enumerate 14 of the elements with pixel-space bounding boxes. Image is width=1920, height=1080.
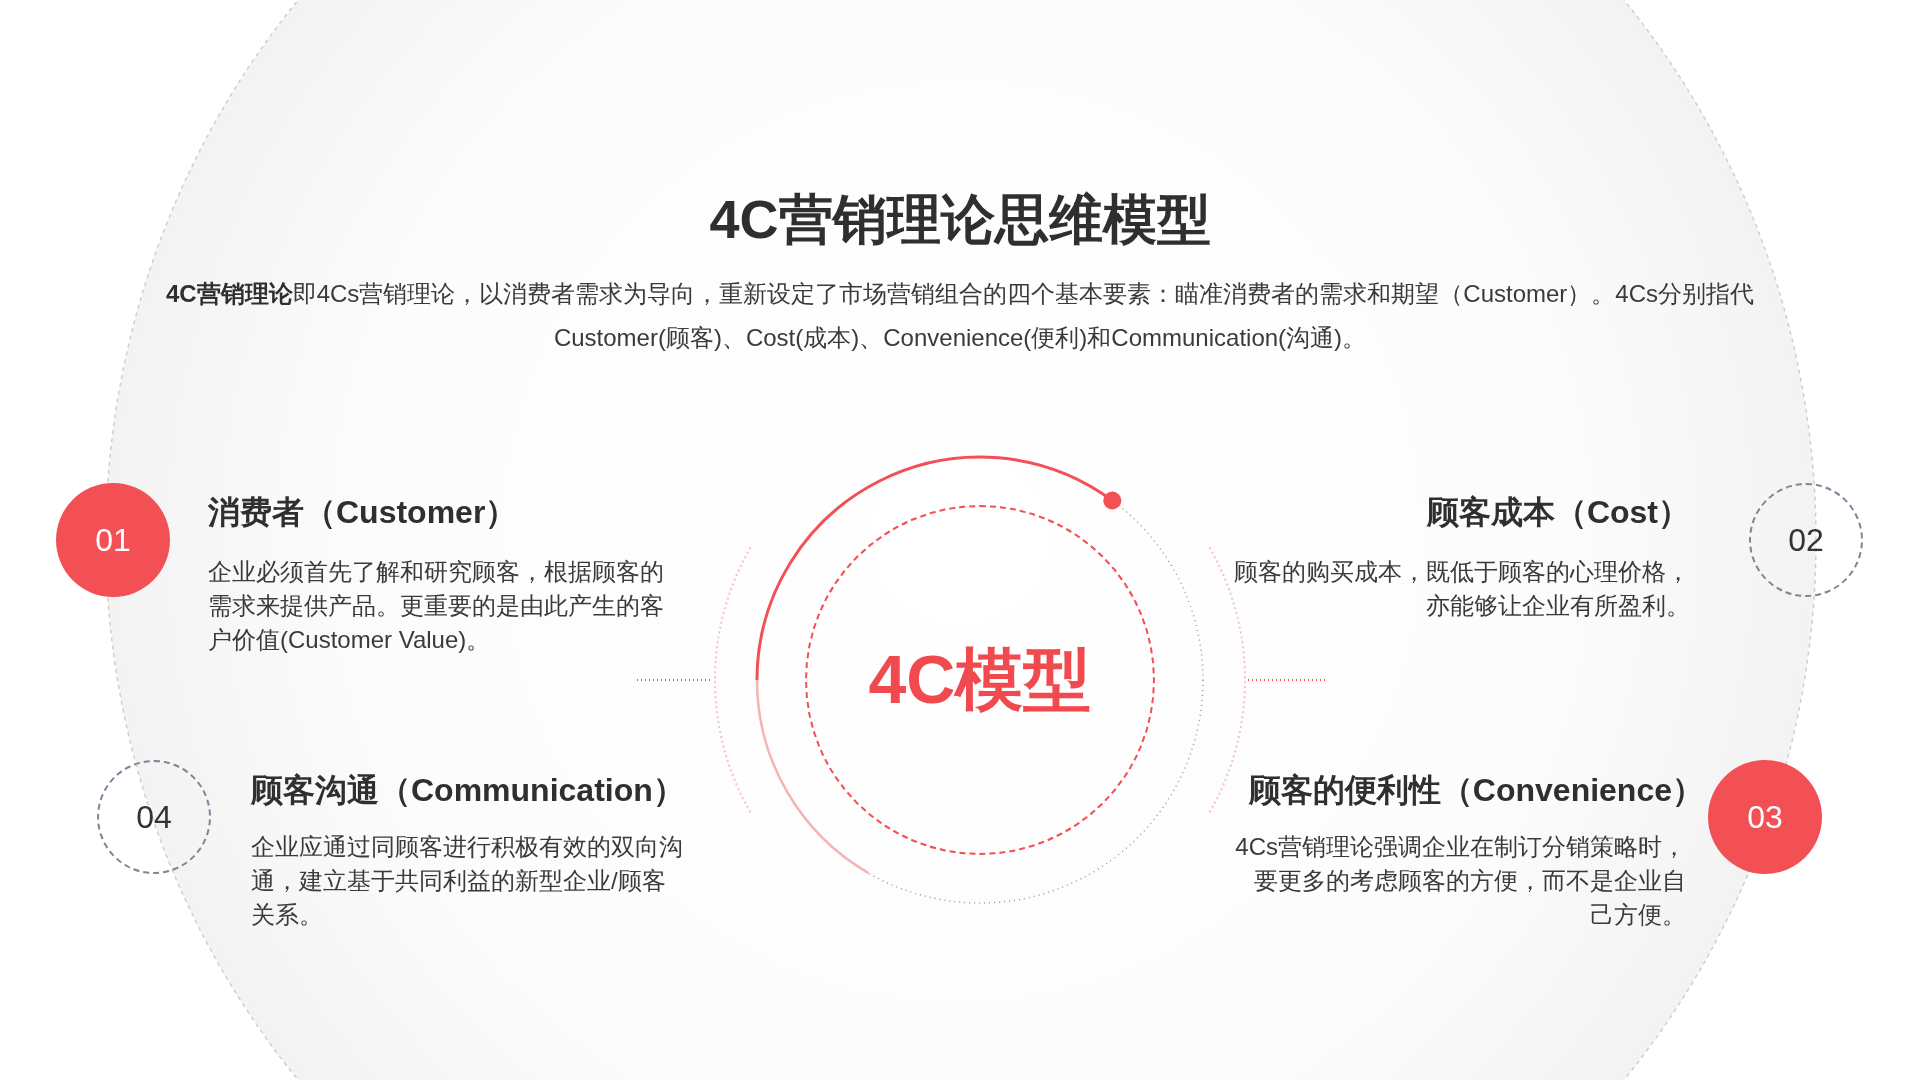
- number-circle: 02: [1749, 483, 1863, 597]
- number-circle: 04: [97, 760, 211, 874]
- section-heading: 顾客的便利性（Convenience）: [1248, 771, 1704, 810]
- description-text: 企业应通过同顾客进行积极有效的双向沟通，建立基于共同利益的新型企业/顾客关系。: [251, 832, 684, 930]
- intro-paragraph: 4C营销理论即4Cs营销理论，以消费者需求为导向，重新设定了市场营销组合的四个基本要素：瞄准消费者的需求和期望（Customer）。4Cs分别指代Customer(顾客)、Cost(成本)、Convenience(便利)和Communication(沟通)。: [164, 279, 1756, 353]
- title: 4C营销理论思维模型: [708, 188, 1212, 251]
- description-text: 顾客的购买成本，既低于顾客的心理价格，亦能够让企业有所盈利。: [1233, 557, 1690, 621]
- section-heading: 顾客沟通（Communication）: [251, 771, 685, 810]
- description-text: 4Cs营销理论强调企业在制订分销策略时，要更多的考虑顾客的方便，而不是企业自己方便。: [1234, 832, 1686, 930]
- section-heading: 消费者（Customer）: [208, 493, 518, 532]
- model-circle: 4C模型: [805, 505, 1155, 855]
- description-text: 企业必须首先了解和研究顾客，根据顾客的需求来提供产品。更重要的是由此产生的客户价值(Customer Value)。: [208, 557, 665, 655]
- number-circle: 01: [56, 483, 170, 597]
- section-heading: 顾客成本（Cost）: [1426, 493, 1690, 532]
